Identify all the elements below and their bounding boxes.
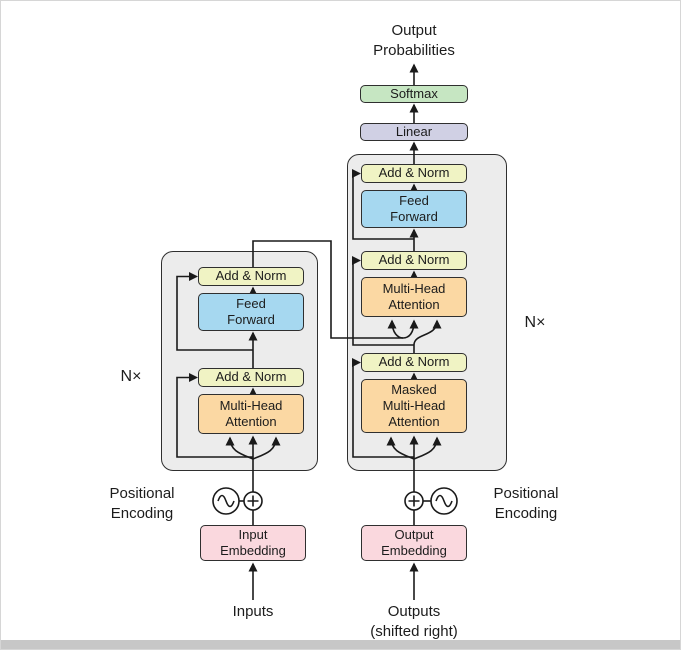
- inputs-label: Inputs: [232, 603, 274, 620]
- arrows: [176, 63, 442, 600]
- window-bottom-edge: [1, 640, 680, 649]
- decoder-feed-forward-box: Feed Forward: [361, 190, 467, 228]
- sine-wave-icon-left: [212, 487, 240, 515]
- sine-wave-icon-right: [430, 487, 458, 515]
- input-embedding-box: Input Embedding: [200, 525, 306, 561]
- decoder-add-norm-bottom-box: Add & Norm: [361, 353, 467, 372]
- positional-encoding-right-label: Positional Encoding: [493, 485, 559, 522]
- output-probabilities-label: Output Probabilities: [373, 22, 455, 59]
- encoder-add-norm-bottom-box: Add & Norm: [198, 368, 304, 387]
- plus-circle-icon-left: [243, 491, 263, 511]
- linear-box: Linear: [360, 123, 468, 141]
- decoder-masked-multi-head-attention-box: Masked Multi-Head Attention: [361, 379, 467, 433]
- n-times-left-label: N×: [120, 368, 142, 385]
- positional-encoding-left-label: Positional Encoding: [109, 485, 175, 522]
- encoder-stack-block: [161, 251, 318, 471]
- softmax-box: Softmax: [360, 85, 468, 103]
- positional-encoding-symbols: [212, 487, 458, 515]
- encoder-feed-forward-box: Feed Forward: [198, 293, 304, 331]
- outputs-label: Outputs (shifted right): [370, 603, 458, 640]
- decoder-add-norm-middle-box: Add & Norm: [361, 251, 467, 270]
- decoder-add-norm-top-box: Add & Norm: [361, 164, 467, 183]
- encoder-multi-head-attention-box: Multi-Head Attention: [198, 394, 304, 434]
- encoder-add-norm-top-box: Add & Norm: [198, 267, 304, 286]
- plus-circle-icon-right: [404, 491, 424, 511]
- decoder-multi-head-attention-box: Multi-Head Attention: [361, 277, 467, 317]
- n-times-right-label: N×: [524, 314, 546, 331]
- output-embedding-box: Output Embedding: [361, 525, 467, 561]
